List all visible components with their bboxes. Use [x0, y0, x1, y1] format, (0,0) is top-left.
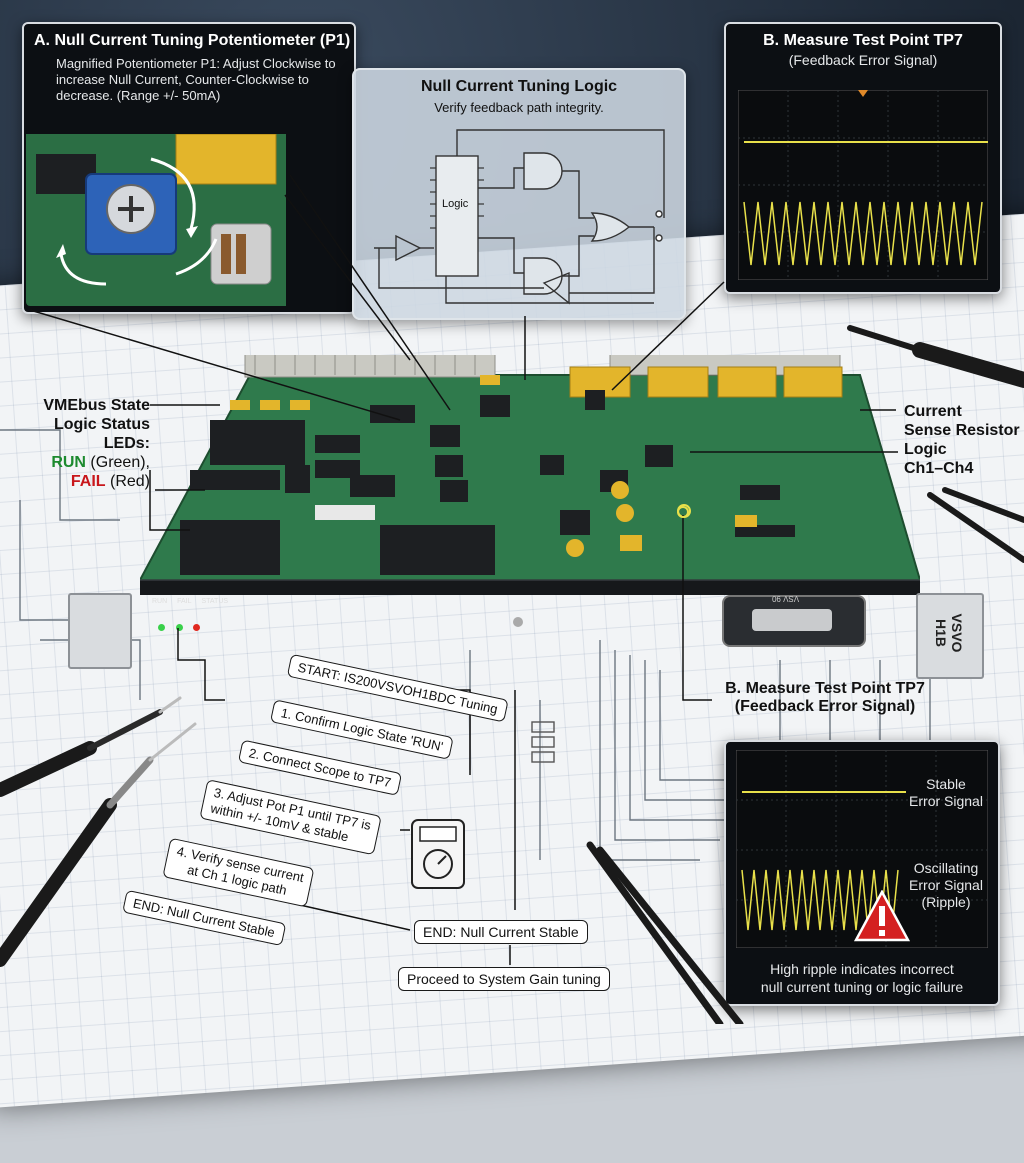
run-suffix: (Green), — [85, 454, 150, 471]
caption-line2: null current tuning or logic failure — [760, 979, 964, 995]
vme-line1: VMEbus State — [43, 397, 150, 414]
panel-b-top-title: B. Measure Test Point TP7 — [763, 32, 963, 49]
ripple-trace-top — [743, 201, 983, 266]
db-connector[interactable]: VSV 90 — [722, 594, 866, 647]
connector-pins — [752, 609, 832, 631]
stable-label: Stable Error Signal — [896, 776, 996, 810]
pot-closeup — [26, 133, 286, 306]
stable-line1: Stable — [926, 776, 966, 792]
right-ejector-handle[interactable]: VSVO H1B — [916, 593, 984, 679]
b-bottom-subtitle: (Feedback Error Signal) — [734, 698, 916, 715]
run-label: RUN — [51, 454, 86, 471]
status-led — [193, 624, 200, 631]
logic-schematic — [374, 129, 665, 305]
flow-proceed[interactable]: Proceed to System Gain tuning — [398, 967, 610, 991]
osc-line1: Oscillating — [913, 860, 979, 876]
panel-screw — [513, 617, 523, 627]
front-fail-label: FAIL — [177, 598, 192, 605]
vme-line3: LEDs: — [103, 435, 150, 452]
current-sense-label: Current Sense Resistor Logic Ch1–Ch4 — [904, 402, 1022, 478]
current-line2: Sense Resistor — [904, 422, 1020, 439]
scope-top-screen — [738, 90, 988, 280]
stable-line2: Error Signal — [909, 793, 983, 809]
current-line4: Ch1–Ch4 — [904, 460, 974, 477]
b-bottom-title: B. Measure Test Point TP7 — [725, 680, 925, 697]
ripple-trace-bottom — [741, 869, 899, 931]
current-line3: Logic — [904, 441, 947, 458]
scope-caption: High ripple indicates incorrect null cur… — [726, 960, 998, 996]
vme-led-label: VMEbus State Logic Status LEDs: RUN (Gre… — [30, 396, 150, 491]
fail-led — [176, 624, 183, 631]
leader-lines — [29, 174, 898, 965]
panel-a: A. Null Current Tuning Potentiometer (P1… — [22, 22, 356, 314]
logic-chip-label: Logic — [442, 198, 469, 210]
oscillating-label: Oscillating Error Signal (Ripple) — [896, 860, 996, 911]
panel-logic: Null Current Tuning Logic Verify feedbac… — [352, 68, 686, 320]
pot-closeup-graphic — [36, 133, 277, 286]
panel-b-bottom: Stable Error Signal Oscillating Error Si… — [724, 740, 1000, 1006]
front-run-label: RUN — [152, 598, 168, 605]
panel-a-title: A. Null Current Tuning Potentiometer (P1… — [34, 32, 351, 49]
tools — [0, 325, 1024, 1024]
panel-a-description: Magnified Potentiometer P1: Adjust Clock… — [56, 56, 336, 103]
logic-title: Null Current Tuning Logic — [420, 78, 618, 95]
panel-b-top: B. Measure Test Point TP7 (Feedback Erro… — [724, 22, 1002, 294]
run-led — [158, 624, 165, 631]
logic-subtitle: Verify feedback path integrity. — [434, 100, 604, 115]
vme-line2: Logic Status — [53, 416, 150, 433]
flow-end-right[interactable]: END: Null Current Stable — [414, 920, 588, 944]
scope-bottom-screen — [736, 750, 988, 948]
current-line1: Current — [904, 403, 962, 420]
b-bottom-label: B. Measure Test Point TP7 (Feedback Erro… — [690, 680, 960, 716]
warning-icon — [854, 890, 910, 942]
osc-line2: Error Signal — [909, 877, 983, 893]
fail-suffix: (Red) — [105, 473, 150, 490]
osc-line3: (Ripple) — [921, 894, 971, 910]
left-ejector-handle[interactable] — [68, 593, 132, 669]
front-status-label: STATUS — [201, 598, 229, 605]
panel-b-top-subtitle: (Feedback Error Signal) — [788, 52, 938, 68]
fail-label: FAIL — [70, 473, 106, 490]
front-led-labels: RUN FAIL STATUS — [152, 598, 228, 605]
caption-line1: High ripple indicates incorrect — [770, 961, 954, 977]
multimeter-icon — [411, 819, 465, 889]
